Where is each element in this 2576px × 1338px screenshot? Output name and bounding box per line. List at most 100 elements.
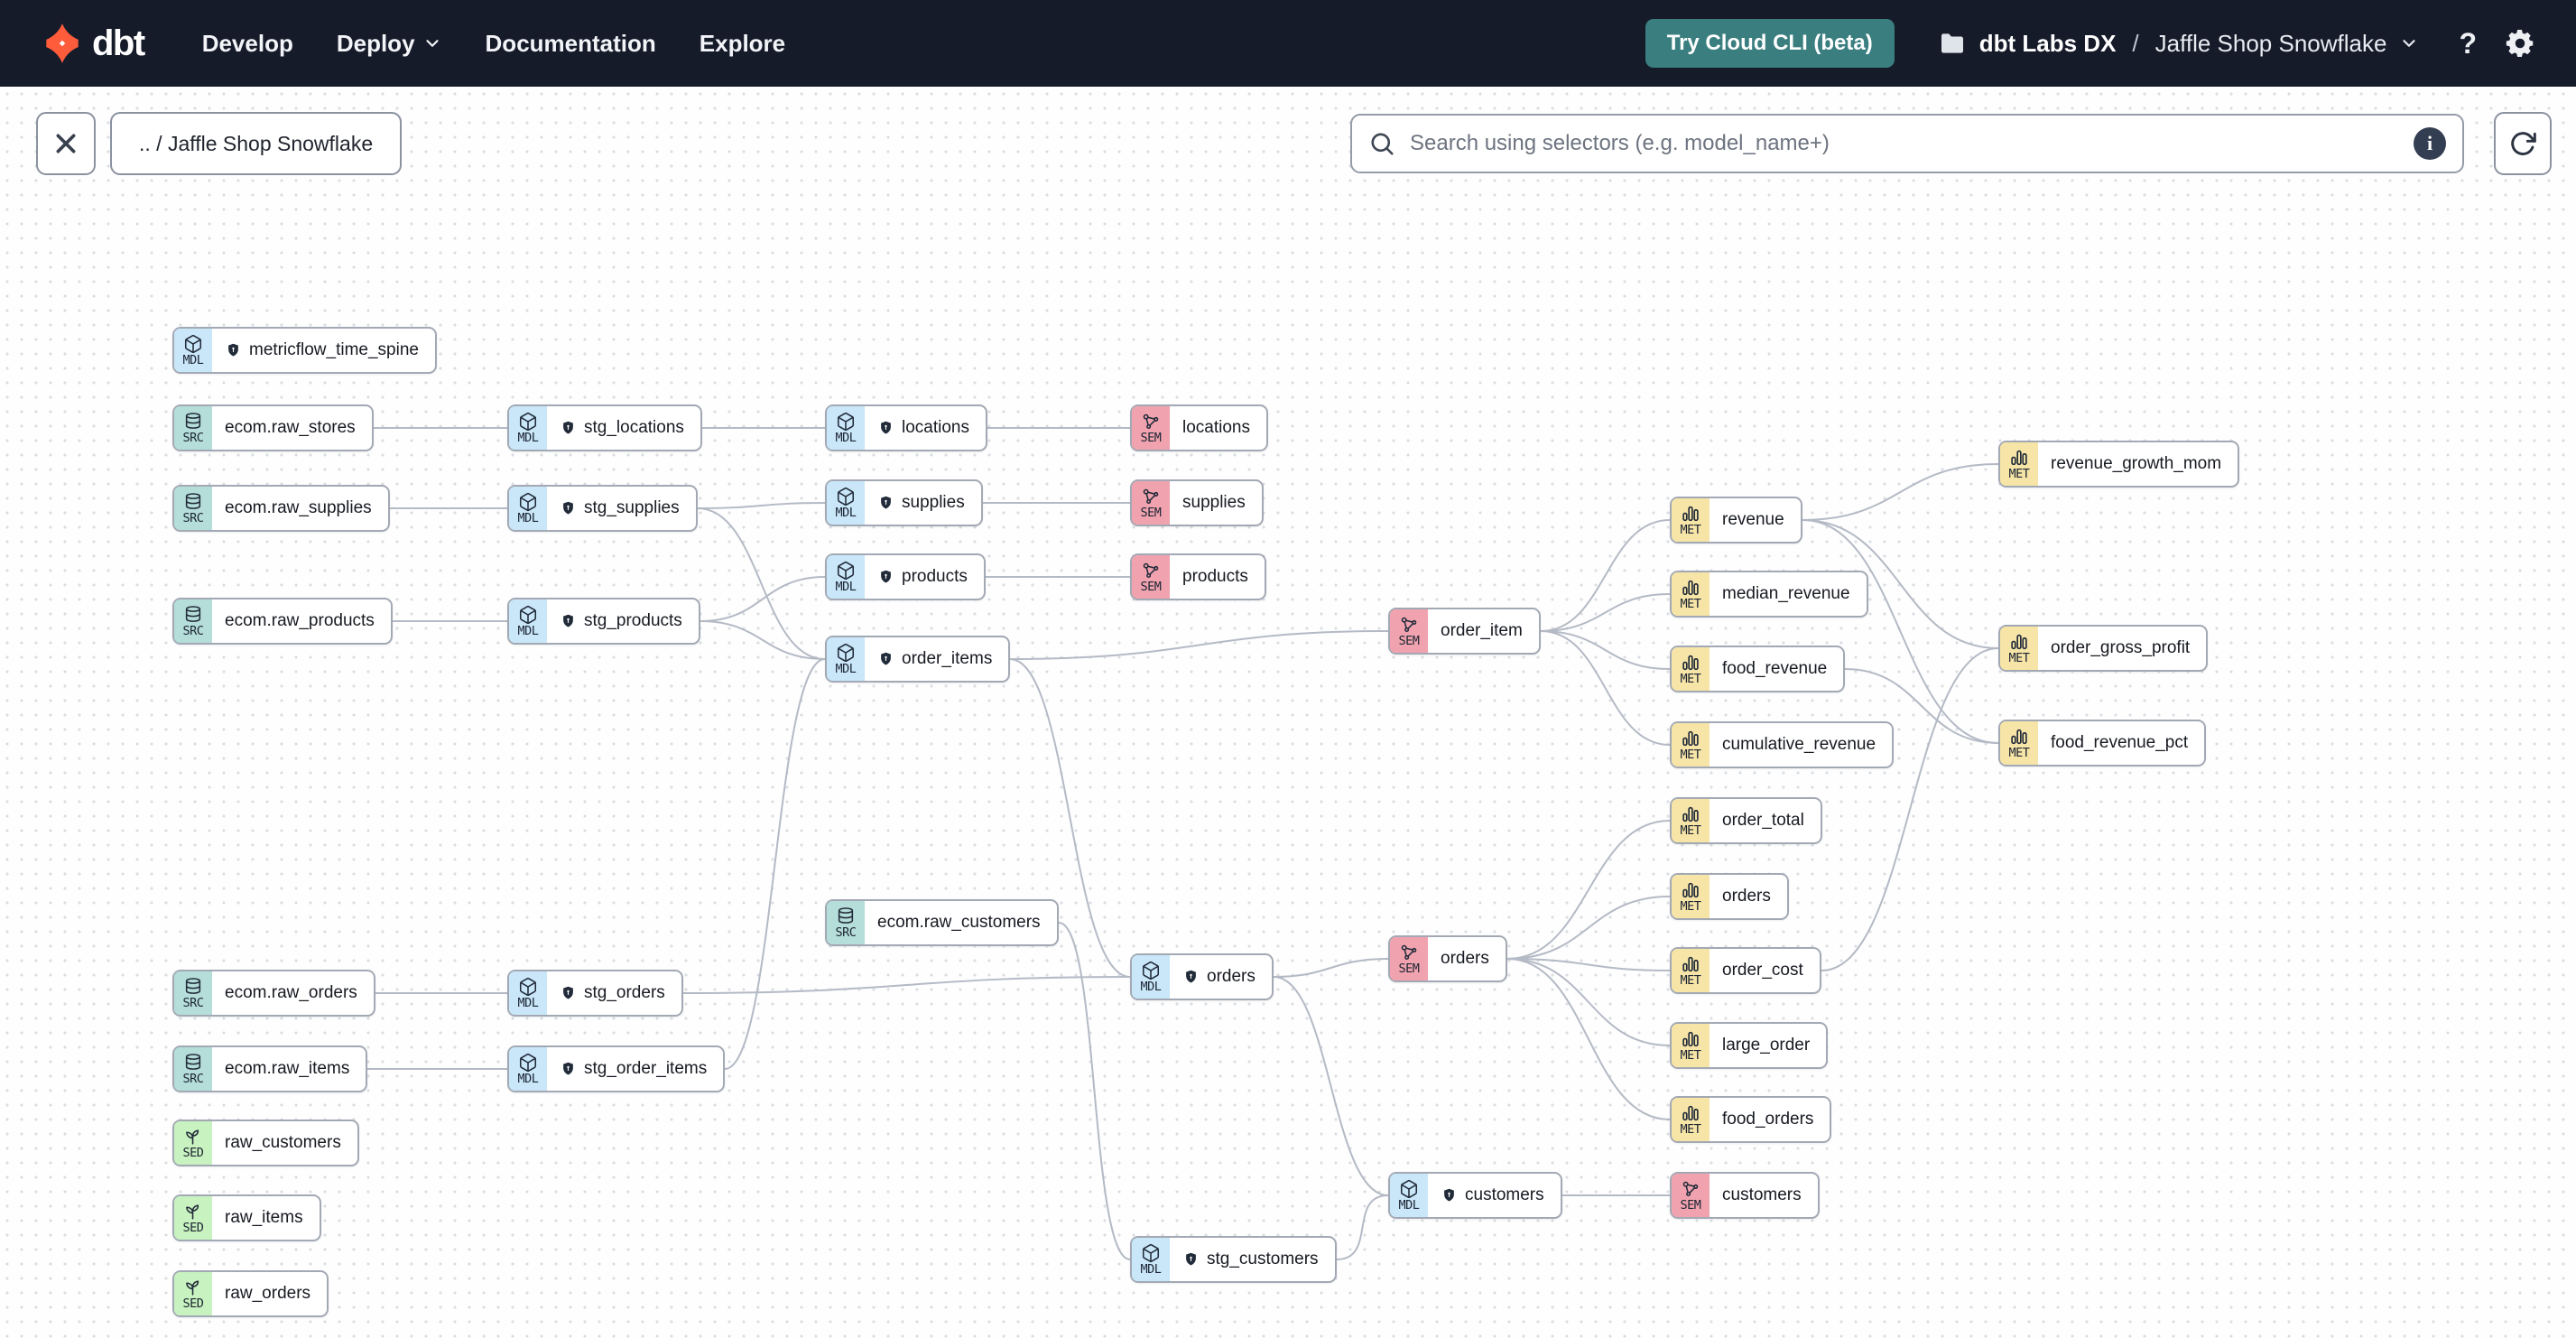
node-label: stg_orders [584, 983, 665, 1002]
folder-icon [1938, 29, 1967, 58]
graph-node-supplies[interactable]: MDL supplies [825, 479, 983, 526]
gear-icon[interactable] [2504, 27, 2536, 60]
graph-node-stg_products[interactable]: MDL stg_products [507, 598, 700, 645]
edge-layer [367, 426, 1999, 1260]
graph-node-met_food_revenue[interactable]: MET food_revenue [1670, 646, 1846, 692]
lineage-edge [1009, 630, 1389, 660]
node-label: order_cost [1722, 961, 1803, 980]
node-type-badge: SEM [1132, 406, 1170, 450]
search-input[interactable] [1408, 130, 2414, 157]
graph-node-met_revenue[interactable]: MET revenue [1670, 497, 1802, 544]
chevron-down-icon [422, 33, 442, 53]
node-type-badge: MET [1672, 875, 1710, 918]
try-cloud-cli-button[interactable]: Try Cloud CLI (beta) [1645, 19, 1895, 68]
graph-node-sem_customers[interactable]: SEM customers [1670, 1172, 1820, 1219]
node-type-badge: MDL [827, 637, 865, 681]
node-label: order_item [1441, 621, 1523, 640]
graph-node-locations[interactable]: MDL locations [825, 404, 987, 451]
graph-node-stg_supplies[interactable]: MDL stg_supplies [507, 485, 698, 532]
graph-node-met_order_total[interactable]: MET order_total [1670, 797, 1822, 844]
graph-node-seed_raw_orders[interactable]: SED raw_orders [172, 1270, 329, 1317]
graph-node-src_raw_products[interactable]: SRC ecom.raw_products [172, 598, 393, 645]
nav-item-documentation[interactable]: Documentation [485, 29, 656, 57]
lineage-edge [1540, 593, 1671, 632]
graph-node-sem_products[interactable]: SEM products [1130, 553, 1266, 600]
graph-node-sem_locations[interactable]: SEM locations [1130, 404, 1268, 451]
node-label: order_items [902, 649, 993, 668]
help-icon[interactable]: ? [2459, 26, 2477, 60]
graph-node-met_order_gross_profit[interactable]: MET order_gross_profit [1998, 625, 2209, 672]
node-label: order_gross_profit [2051, 638, 2191, 657]
graph-node-src_raw_orders[interactable]: SRC ecom.raw_orders [172, 970, 375, 1017]
graph-node-src_raw_customers[interactable]: SRC ecom.raw_customers [825, 899, 1059, 946]
lineage-edge [697, 502, 826, 509]
dbt-wordmark: dbt [92, 23, 145, 63]
graph-node-met_cumulative_revenue[interactable]: MET cumulative_revenue [1670, 721, 1895, 768]
graph-node-met_revenue_growth_mom[interactable]: MET revenue_growth_mom [1998, 441, 2240, 488]
node-type-badge: MET [1672, 1098, 1710, 1141]
graph-node-met_median_revenue[interactable]: MET median_revenue [1670, 571, 1868, 618]
node-type-code: MDL [517, 995, 539, 1010]
graph-node-stg_orders[interactable]: MDL stg_orders [507, 970, 683, 1017]
graph-node-sem_order_item[interactable]: SEM order_item [1388, 608, 1541, 655]
node-label: stg_customers [1207, 1250, 1319, 1268]
nav-item-explore[interactable]: Explore [699, 29, 786, 57]
graph-node-src_raw_supplies[interactable]: SRC ecom.raw_supplies [172, 485, 390, 532]
graph-node-products[interactable]: MDL products [825, 553, 986, 600]
graph-node-src_raw_stores[interactable]: SRC ecom.raw_stores [172, 404, 374, 451]
node-label: raw_orders [225, 1284, 311, 1303]
node-type-badge: SEM [1390, 609, 1428, 653]
refresh-button[interactable] [2494, 112, 2552, 175]
node-label: orders [1207, 967, 1256, 986]
node-type-code: SEM [1140, 430, 1162, 445]
graph-node-met_orders[interactable]: MET orders [1670, 873, 1789, 920]
graph-node-met_order_cost[interactable]: MET order_cost [1670, 947, 1821, 994]
semantic-model-icon [1141, 487, 1161, 506]
node-type-code: MET [1680, 822, 1701, 838]
graph-node-customers[interactable]: MDL customers [1388, 1172, 1562, 1219]
info-icon[interactable]: i [2414, 127, 2446, 160]
graph-node-seed_raw_items[interactable]: SED raw_items [172, 1194, 321, 1241]
close-lineage-button[interactable] [36, 112, 96, 175]
node-label: products [902, 567, 968, 586]
lineage-edge [1540, 630, 1671, 746]
graph-node-stg_locations[interactable]: MDL stg_locations [507, 404, 702, 451]
breadcrumb-separator: / [2132, 29, 2139, 57]
graph-node-stg_order_items[interactable]: MDL stg_order_items [507, 1045, 726, 1092]
graph-node-met_food_revenue_pct[interactable]: MET food_revenue_pct [1998, 720, 2207, 767]
graph-node-orders[interactable]: MDL orders [1130, 953, 1274, 1000]
node-label: ecom.raw_products [225, 611, 375, 630]
node-label: food_revenue [1722, 659, 1828, 678]
metric-icon [1681, 804, 1700, 824]
project-switcher[interactable]: dbt Labs DX / Jaffle Shop Snowflake [1938, 29, 2420, 58]
lineage-edge [1540, 519, 1671, 632]
shield-icon [877, 651, 894, 668]
nav-item-develop[interactable]: Develop [201, 29, 293, 57]
node-type-badge: SRC [174, 487, 212, 530]
dbt-logo[interactable]: dbt [40, 21, 145, 66]
node-type-code: MET [1680, 671, 1701, 686]
account-name: dbt Labs DX [1978, 29, 2117, 57]
graph-node-met_large_order[interactable]: MET large_order [1670, 1022, 1829, 1069]
node-type-badge: MDL [1132, 955, 1170, 999]
nav-item-deploy[interactable]: Deploy [337, 30, 442, 58]
node-type-badge: SRC [174, 1047, 212, 1091]
shield-icon [1182, 969, 1200, 986]
node-label: order_total [1722, 811, 1804, 830]
lineage-breadcrumb[interactable]: .. / Jaffle Shop Snowflake [110, 112, 403, 175]
lineage-edge [1506, 958, 1671, 1120]
graph-node-src_raw_items[interactable]: SRC ecom.raw_items [172, 1045, 368, 1092]
lineage-canvas[interactable]: .. / Jaffle Shop Snowflake i MDL metricf… [0, 87, 2576, 1338]
graph-node-order_items[interactable]: MDL order_items [825, 636, 1011, 683]
graph-node-stg_customers[interactable]: MDL stg_customers [1130, 1236, 1337, 1283]
graph-node-sem_supplies[interactable]: SEM supplies [1130, 479, 1264, 526]
graph-node-sem_orders[interactable]: SEM orders [1388, 935, 1507, 982]
shield-icon [225, 342, 242, 359]
shield-icon [560, 1061, 577, 1078]
graph-node-seed_raw_customers[interactable]: SED raw_customers [172, 1120, 359, 1166]
graph-node-met_food_orders[interactable]: MET food_orders [1670, 1096, 1832, 1143]
cube-icon [836, 643, 856, 663]
node-label: ecom.raw_supplies [225, 498, 372, 517]
graph-node-metricflow_time_spine[interactable]: MDL metricflow_time_spine [172, 327, 437, 374]
shield-icon [560, 613, 577, 630]
